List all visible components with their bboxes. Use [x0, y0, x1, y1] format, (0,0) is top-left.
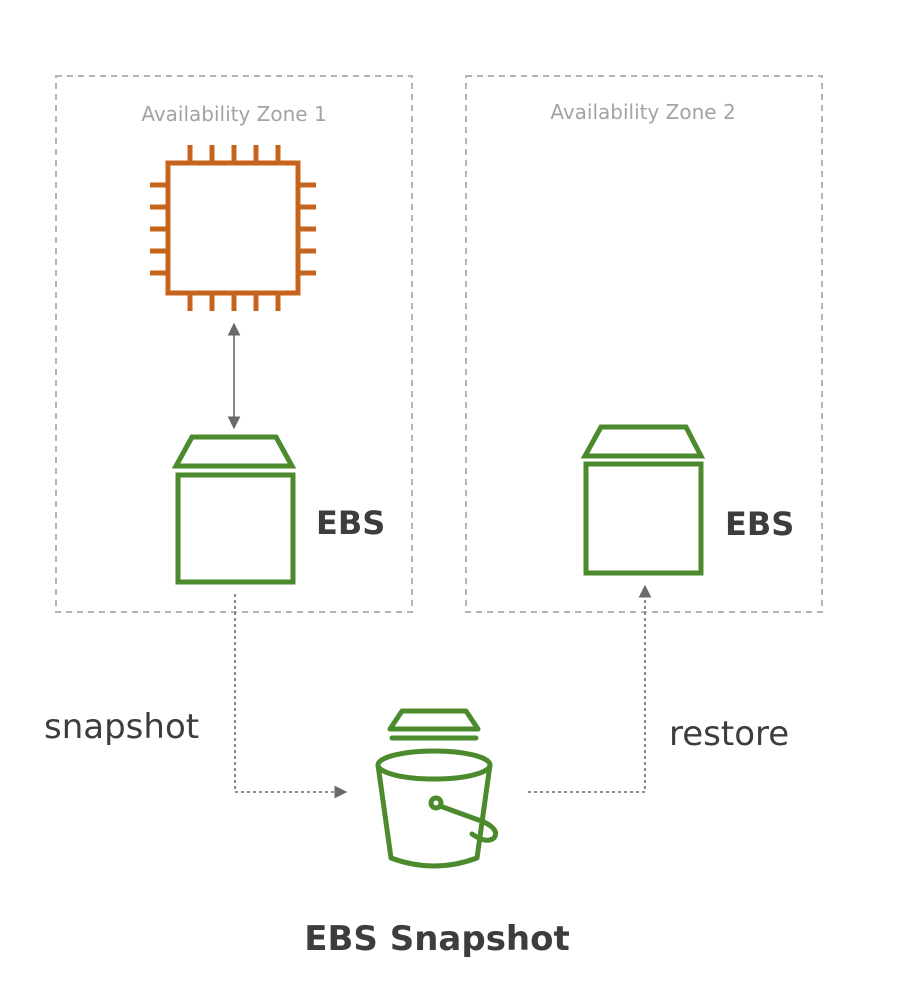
availability-zone-1: Availability Zone 1 [55, 75, 413, 613]
zone-1-border [55, 75, 413, 613]
zone-2-border [465, 75, 823, 613]
snapshot-flow-label: snapshot [44, 707, 199, 747]
ebs-volume-icon [171, 434, 297, 585]
snapshot-arrow [234, 594, 348, 799]
zone-1-label: Availability Zone 1 [141, 102, 326, 126]
restore-flow-label: restore [669, 714, 789, 754]
s3-bucket-icon [375, 708, 499, 869]
restore-arrow [528, 584, 652, 793]
availability-zone-2: Availability Zone 2 [465, 75, 823, 613]
ec2-instance-icon [150, 145, 316, 311]
ebs-volume-2-label: EBS [725, 505, 794, 543]
zone-2-label: Availability Zone 2 [550, 100, 735, 124]
ebs-volume-icon [580, 424, 706, 576]
snapshot-title: EBS Snapshot [304, 919, 570, 959]
ebs-volume-1-label: EBS [316, 504, 385, 542]
